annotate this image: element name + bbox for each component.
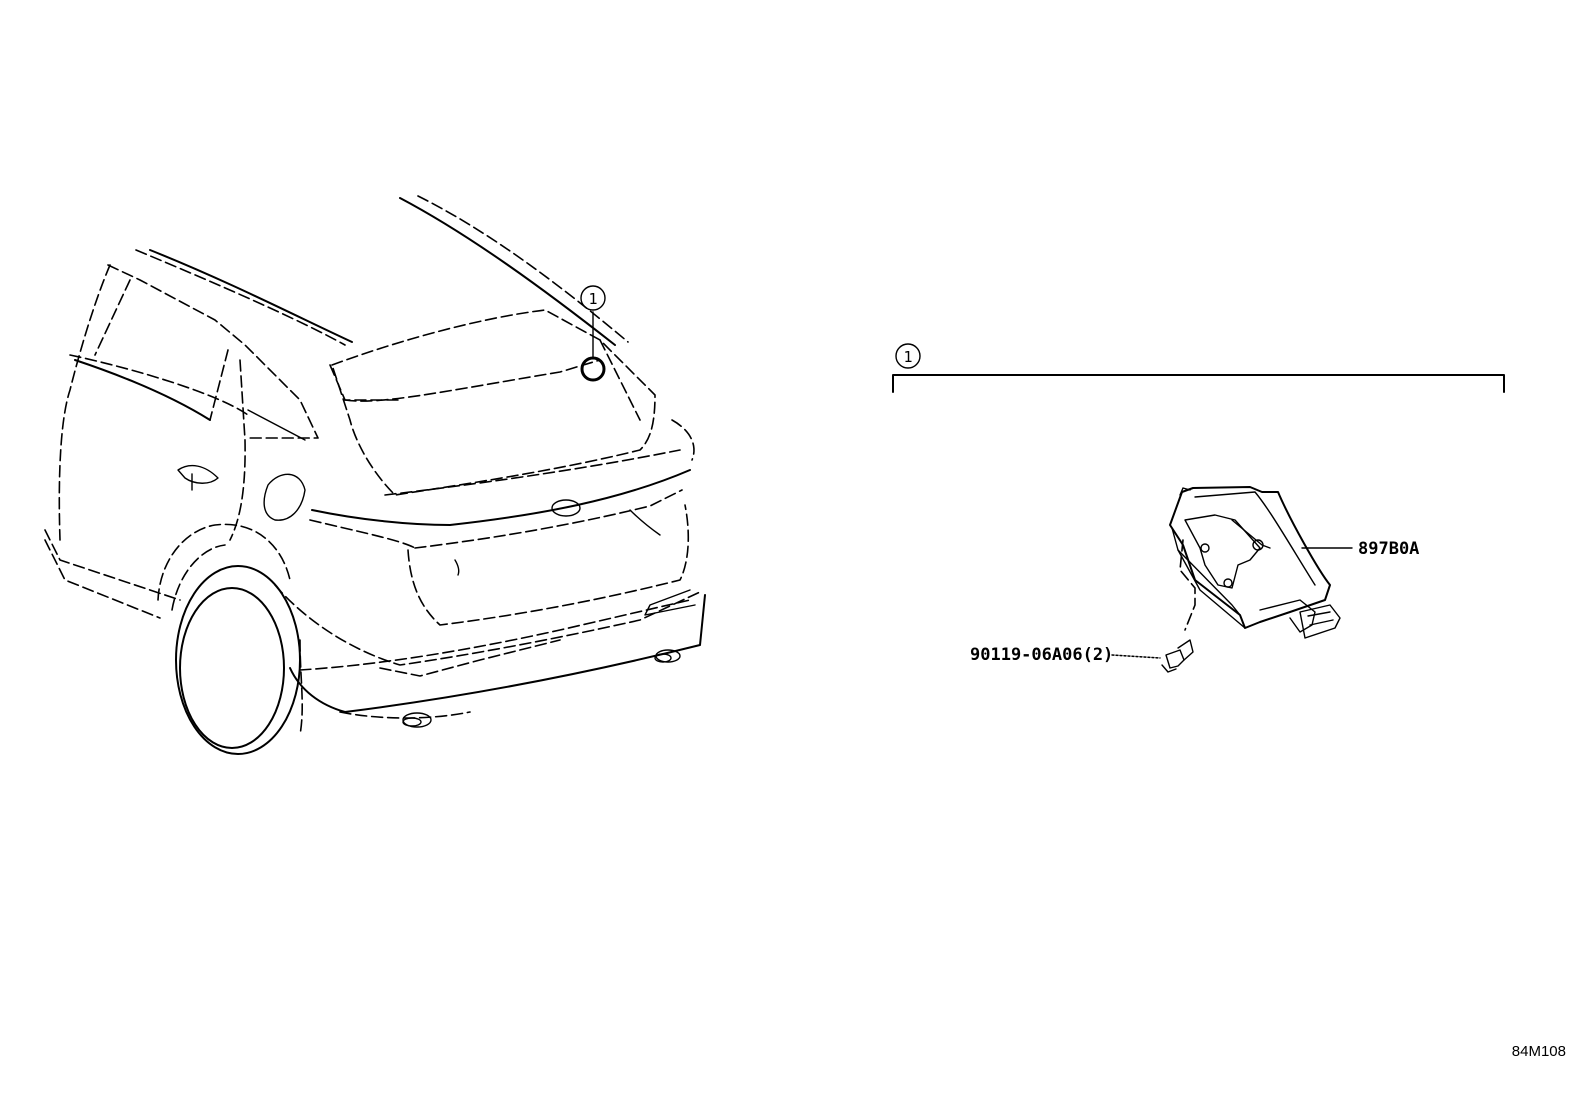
- vehicle-callout-number: 1: [588, 290, 597, 308]
- group-bracket: [892, 374, 1505, 393]
- module-illustration: 897B0A: [1169, 486, 1419, 639]
- location-marker: [580, 356, 606, 382]
- screw-part-number: 90119-06A06(2): [970, 645, 1113, 665]
- group-callout-circle: [895, 343, 921, 369]
- screw-illustration: 90119-06A06(2): [970, 539, 1196, 673]
- assembly-group: 1: [892, 343, 1505, 393]
- vehicle-illustration: 1: [44, 195, 706, 755]
- group-callout-number: 1: [903, 348, 912, 366]
- vehicle-callout-circle: [580, 285, 606, 311]
- module-part-number: 897B0A: [1358, 539, 1419, 559]
- diagram-reference-code: 84M108: [1512, 1043, 1566, 1060]
